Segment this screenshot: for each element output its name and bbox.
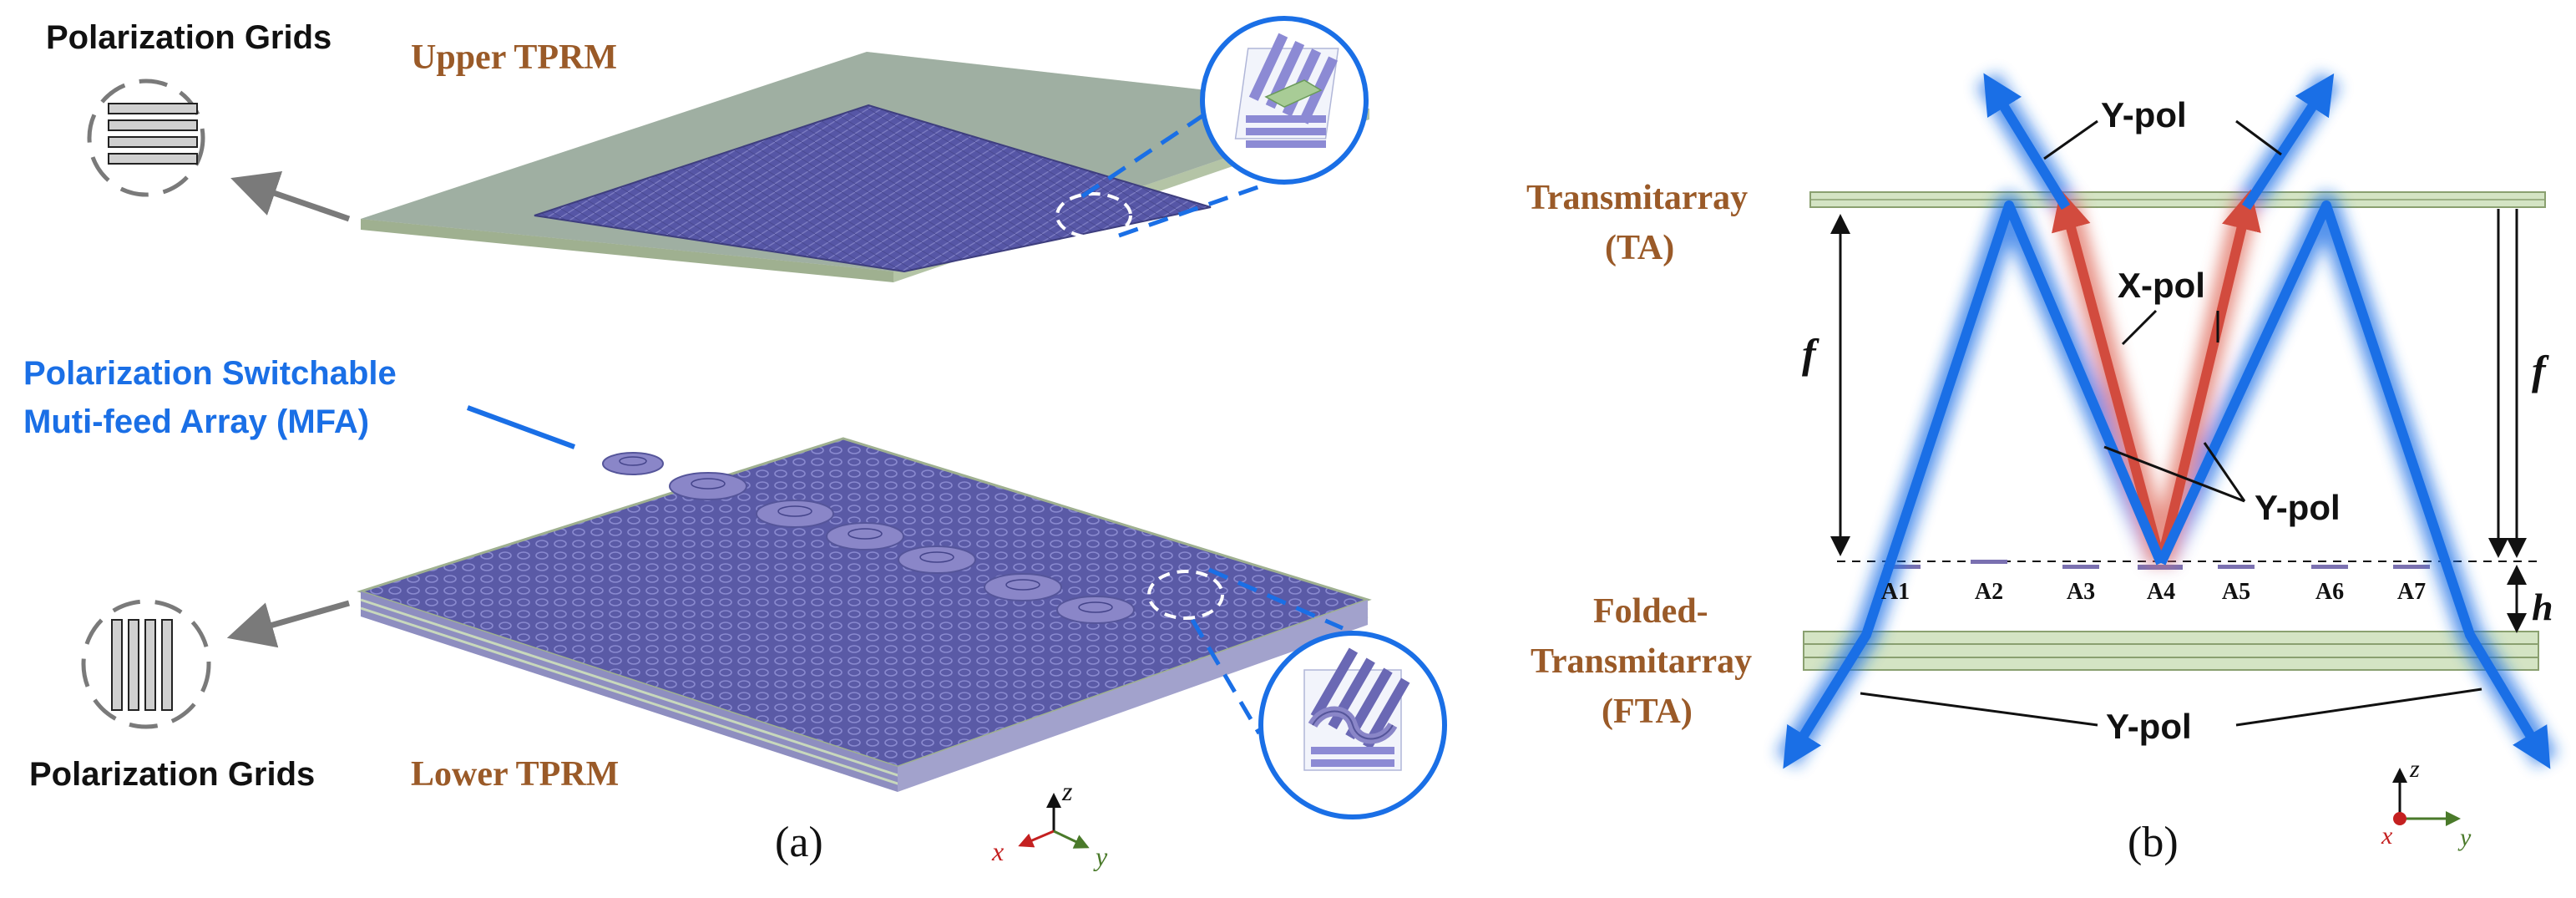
pol-grids-bottom-label: Polarization Grids: [29, 756, 315, 793]
element-label-a5: A5: [2222, 579, 2250, 605]
lower-grid-arrow: [226, 600, 350, 648]
f-right-label: f: [2532, 347, 2549, 393]
transmitarray-label: Transmitarray: [1526, 179, 1748, 217]
feed-element: [1056, 596, 1135, 624]
upper-zoom-marker: [1055, 192, 1132, 239]
feed-elements-row: [1884, 560, 2430, 570]
beams: [1783, 73, 2551, 769]
axis-triad-b: z x y: [2381, 755, 2472, 851]
feed-element-a2: [1971, 560, 2007, 564]
feed-element: [826, 522, 904, 550]
feed-element: [669, 472, 747, 500]
polarization-grid-icon-vertical: [81, 599, 211, 729]
folded-transmitarray-slab: [1803, 631, 2539, 671]
feed-element: [898, 545, 976, 574]
feed-element: [602, 452, 664, 475]
y-pol-out-left: [1983, 73, 2071, 211]
upper-zoom-inset: [1081, 16, 1369, 238]
upper-grid-arrow: [230, 170, 351, 222]
y-pol-bottom-label: Y-pol: [2106, 707, 2192, 746]
polarization-grid-icon-horizontal: [87, 79, 205, 197]
x-pol-label: X-pol: [2118, 266, 2205, 305]
element-label-a2: A2: [1975, 579, 2003, 605]
fta-label-line2: Transmitarray: [1531, 642, 1752, 681]
axis-x-label-b: x: [2381, 822, 2393, 850]
axis-triad-a: z x y: [991, 776, 1108, 871]
transmitarray-sub-label: (TA): [1605, 229, 1674, 267]
lower-zoom-marker: [1147, 570, 1224, 620]
element-label-a3: A3: [2067, 579, 2095, 605]
y-pol-beam-left: [1783, 200, 2166, 769]
f-left-label: f: [1802, 330, 1819, 377]
element-label-a1: A1: [1881, 579, 1910, 605]
element-label-a6: A6: [2315, 579, 2344, 605]
fta-label-line1: Folded-: [1593, 592, 1708, 631]
upper-tprm-label: Upper TPRM: [411, 38, 617, 77]
axis-x-label: x: [991, 836, 1004, 866]
mfa-label-line1: Polarization Switchable: [23, 355, 397, 392]
feed-element-a4: [2138, 565, 2183, 570]
feed-element-a3: [2062, 565, 2099, 569]
y-pol-mid-label: Y-pol: [2255, 488, 2341, 527]
panel-a: Polarization Grids Upper TPRM Polarizati…: [23, 16, 1447, 871]
feed-element-a7: [2393, 565, 2430, 569]
feed-element: [756, 500, 834, 528]
upper-tprm-board: [361, 52, 1369, 282]
panel-b: Transmitarray (TA) Folded- Transmitarray…: [1526, 72, 2558, 866]
callout-lines: [1860, 119, 2482, 727]
feed-element: [984, 573, 1062, 601]
dimension-f-right: [2488, 209, 2527, 558]
y-pol-beam-right: [2156, 200, 2551, 769]
element-label-a7: A7: [2397, 579, 2426, 605]
mfa-label-line2: Muti-feed Array (MFA): [23, 403, 369, 440]
panel-a-caption: (a): [775, 819, 823, 866]
feed-element-a5: [2218, 565, 2255, 569]
axis-z-label-b: z: [2409, 755, 2420, 783]
fta-label-line3: (FTA): [1602, 693, 1693, 731]
feed-element-a1: [1884, 565, 1921, 569]
x-pol-beam-right: [2156, 189, 2261, 565]
feed-array: [602, 452, 1135, 624]
h-label: h: [2532, 586, 2553, 628]
lower-tprm-board: [357, 437, 1372, 792]
element-label-a4: A4: [2147, 579, 2175, 605]
panel-b-caption: (b): [2128, 819, 2179, 866]
x-pol-beam-left: [2052, 189, 2166, 565]
pol-grids-top-label: Polarization Grids: [46, 19, 331, 56]
transmitarray-slab: [1809, 191, 2546, 208]
mfa-pointer-line: [466, 405, 576, 449]
y-pol-top-label: Y-pol: [2101, 95, 2187, 134]
lower-zoom-inset: [1190, 567, 1447, 819]
lower-tprm-label: Lower TPRM: [411, 755, 619, 794]
y-pol-out-right: [2241, 73, 2335, 211]
feed-element-a6: [2311, 565, 2348, 569]
axis-y-label-b: y: [2457, 824, 2472, 851]
axis-y-label: y: [1093, 841, 1108, 871]
axis-z-label: z: [1061, 776, 1073, 806]
